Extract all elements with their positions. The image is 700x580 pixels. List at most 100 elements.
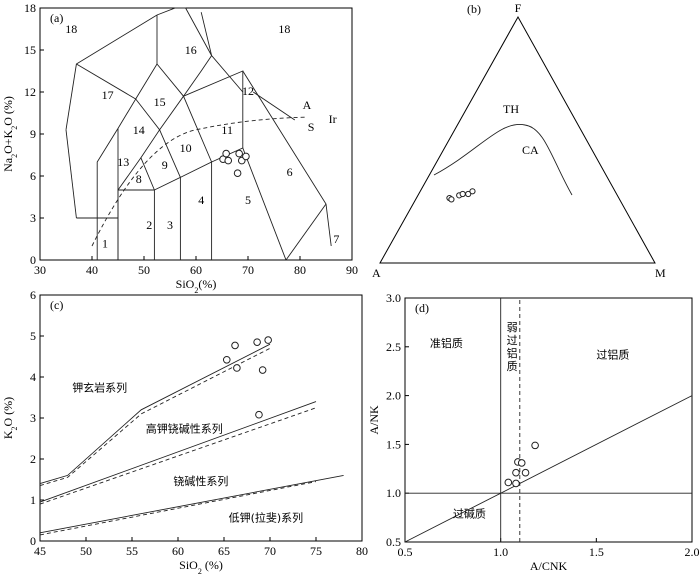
pd-field-label: 准铝质 — [430, 336, 463, 350]
pa-x-tick-label: 70 — [242, 263, 254, 277]
pc-x-axis-label: SiO2 (%) — [179, 558, 223, 576]
pc-data-point — [253, 338, 261, 346]
pa-series-label: Ir — [329, 112, 337, 126]
pc-data-point — [222, 355, 231, 364]
pc-series-boundary — [39, 343, 271, 485]
pc-field-label: 低钾(拉斐)系列 — [229, 511, 304, 525]
pd-x-tick-label: 1.0 — [493, 545, 508, 559]
pa-field-label: 5 — [245, 193, 251, 207]
pb-data-point — [469, 188, 476, 195]
pa-field-label: 2 — [146, 218, 152, 232]
pc-x-tick-label: 75 — [310, 544, 322, 558]
pa-y-tick-label: 12 — [24, 85, 36, 99]
pc-y-tick-label: 0 — [30, 534, 36, 548]
pa-field-boundary — [65, 129, 77, 219]
pa-field-label: 3 — [167, 218, 173, 232]
pc-y-tick-label: 2 — [30, 452, 36, 466]
pc-y-tick-label: 6 — [30, 288, 36, 302]
pd-x-tick-label: 1.5 — [589, 545, 604, 559]
pc-data-point — [233, 364, 241, 372]
pa-field-label: 18 — [278, 22, 290, 36]
pa-field-label: 11 — [221, 123, 233, 137]
pb-field-label: CA — [522, 143, 539, 157]
pc-field-label: 铙碱性系列 — [173, 474, 228, 488]
pa-y-tick-label: 0 — [30, 253, 36, 267]
pd-x-tick-label: 0.5 — [398, 545, 413, 559]
pc-y-tick-label: 3 — [30, 411, 36, 425]
pa-field-label: 16 — [185, 43, 197, 57]
pc-series-boundary — [39, 401, 317, 503]
pa-field-label: 8 — [136, 172, 142, 186]
pa-field-boundary — [242, 70, 332, 247]
pa-x-tick-label: 80 — [294, 263, 306, 277]
pa-y-tick-label: 18 — [24, 1, 36, 15]
pa-field-label: 12 — [242, 84, 254, 98]
pd-y-tick-label: 3.0 — [386, 291, 401, 305]
pa-x-tick-label: 30 — [34, 263, 46, 277]
pd-data-point — [504, 478, 513, 487]
pc-x-tick-label: 70 — [264, 544, 276, 558]
pa-x-tick-label: 90 — [346, 263, 358, 277]
pb-data-point — [459, 190, 466, 198]
pb-field-label: TH — [503, 102, 519, 116]
pa-field-boundary — [252, 91, 296, 121]
pd-panel-label: (d) — [415, 301, 429, 315]
pa-data-point — [222, 149, 230, 158]
pa-data-point — [242, 152, 250, 161]
pa-field-boundary — [183, 70, 244, 148]
pa-field-boundary — [135, 55, 212, 100]
pb-data-point — [448, 196, 455, 203]
pb-data-point — [465, 190, 472, 198]
pd-boundary-line — [404, 395, 693, 543]
pa-field-boundary — [140, 128, 181, 178]
pd-y-tick-label: 0.5 — [386, 535, 401, 549]
pd-field-label: 过铝质 — [596, 348, 629, 362]
pa-field-boundary — [180, 161, 213, 260]
pa-y-tick-label: 9 — [30, 127, 36, 141]
pc-data-point — [258, 366, 267, 374]
pa-field-boundary — [156, 7, 212, 56]
pd-data-point — [531, 441, 539, 450]
pa-field-label: 14 — [133, 123, 145, 137]
pa-series-label: A — [303, 98, 312, 112]
pc-series-boundary — [39, 347, 271, 487]
pc-y-tick-label: 5 — [30, 329, 36, 343]
pa-y-tick-label: 15 — [24, 43, 36, 57]
pa-field-boundary — [65, 14, 158, 130]
pa-data-point — [224, 156, 233, 165]
pd-plot-frame — [404, 297, 693, 543]
pa-x-tick-label: 60 — [190, 263, 202, 277]
pc-data-point — [231, 341, 239, 350]
pb-th-ca-boundary — [433, 124, 573, 196]
pb-vertex-label: A — [372, 266, 381, 280]
pc-y-axis-label: K2O (%) — [1, 397, 19, 439]
pc-data-point — [264, 336, 272, 344]
pc-x-tick-label: 65 — [218, 544, 230, 558]
pd-y-tick-label: 2.0 — [386, 389, 401, 403]
pa-field-label: 1 — [102, 236, 108, 250]
pd-field-label: 弱过铝质 — [507, 321, 518, 373]
pc-panel-label: (c) — [50, 298, 63, 312]
pa-field-label: 17 — [102, 88, 114, 102]
pb-vertex-label: F — [515, 1, 522, 15]
pb-panel-label: (b) — [467, 2, 481, 16]
pc-x-tick-label: 50 — [80, 544, 92, 558]
pa-y-tick-label: 6 — [30, 169, 36, 183]
pa-field-boundary — [96, 128, 119, 218]
pb-vertex-label: M — [655, 266, 666, 280]
pa-panel-label: (a) — [50, 11, 63, 25]
pa-y-axis-label: Na2O+K2O (%) — [1, 96, 19, 172]
pd-x-axis-label: A/CNK — [530, 559, 568, 573]
pa-field-label: 6 — [287, 165, 293, 179]
pa-field-boundary — [117, 189, 155, 260]
pd-y-tick-label: 2.5 — [386, 340, 401, 354]
pa-field-boundary — [285, 203, 327, 261]
pa-data-point — [235, 149, 243, 158]
pa-x-tick-label: 40 — [86, 263, 98, 277]
pc-field-label: 高钾铙碱性系列 — [146, 421, 223, 435]
pd-y-tick-label: 1.5 — [386, 437, 401, 451]
pa-series-label: S — [308, 120, 315, 134]
pa-field-label: 18 — [65, 22, 77, 36]
